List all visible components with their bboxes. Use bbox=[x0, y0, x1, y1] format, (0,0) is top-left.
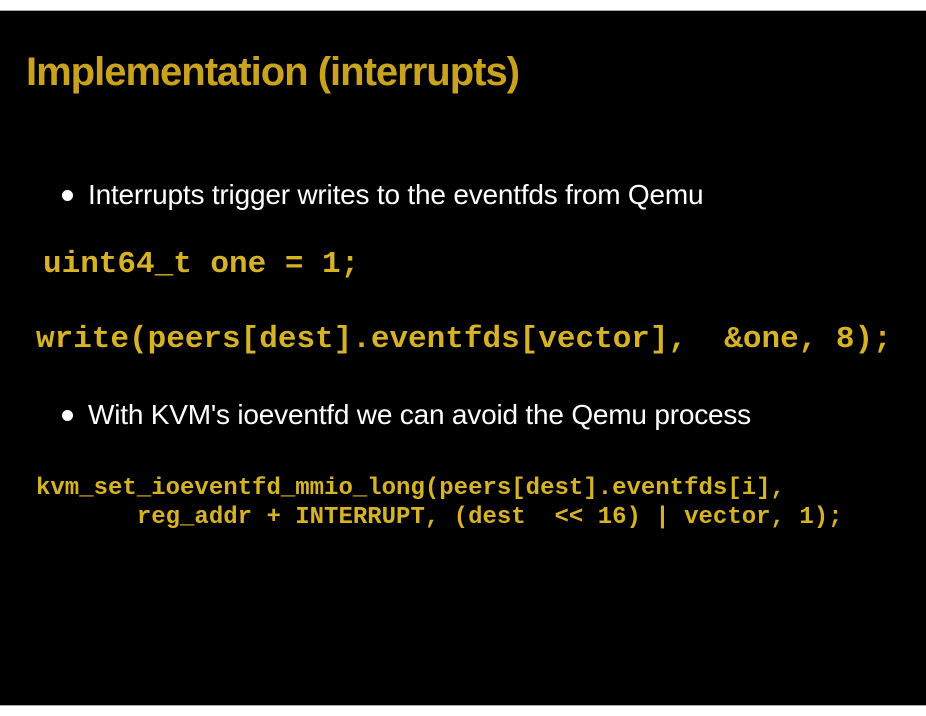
slide-title: Implementation (interrupts) bbox=[26, 50, 520, 94]
bullet-label: With KVM's ioeventfd we can avoid the Qe… bbox=[88, 399, 751, 430]
slide-canvas bbox=[0, 10, 926, 706]
code-line-declare-one: uint64_t one = 1; bbox=[43, 247, 360, 282]
bullet-label: Interrupts trigger writes to the eventfd… bbox=[88, 179, 704, 210]
bullet-icon bbox=[62, 409, 73, 421]
bullet-icon bbox=[62, 189, 73, 201]
code-line-write-call: write(peers[dest].eventfds[vector], &one… bbox=[36, 322, 892, 357]
bullet-item-interrupts: Interrupts trigger writes to the eventfd… bbox=[62, 178, 704, 212]
code-block-kvm-set-ioeventfd: kvm_set_ioeventfd_mmio_long(peers[dest].… bbox=[36, 474, 843, 532]
code-kvm-line-1: kvm_set_ioeventfd_mmio_long(peers[dest].… bbox=[36, 475, 785, 502]
code-kvm-line-2: reg_addr + INTERRUPT, (dest << 16) | vec… bbox=[36, 504, 843, 531]
bullet-item-kvm-ioeventfd: With KVM's ioeventfd we can avoid the Qe… bbox=[62, 398, 751, 432]
